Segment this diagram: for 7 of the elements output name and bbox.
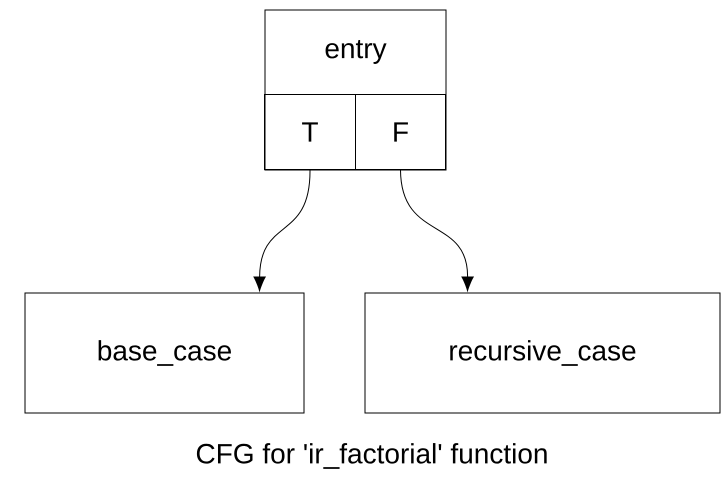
port-cell: T (264, 94, 356, 170)
caption: CFG for 'ir_factorial' function (196, 443, 547, 469)
arrow (400, 170, 474, 292)
block-box: base_case (24, 292, 304, 414)
arrow (254, 170, 310, 292)
port-cell: F (355, 94, 446, 170)
block-box: recursive_case (364, 292, 720, 414)
